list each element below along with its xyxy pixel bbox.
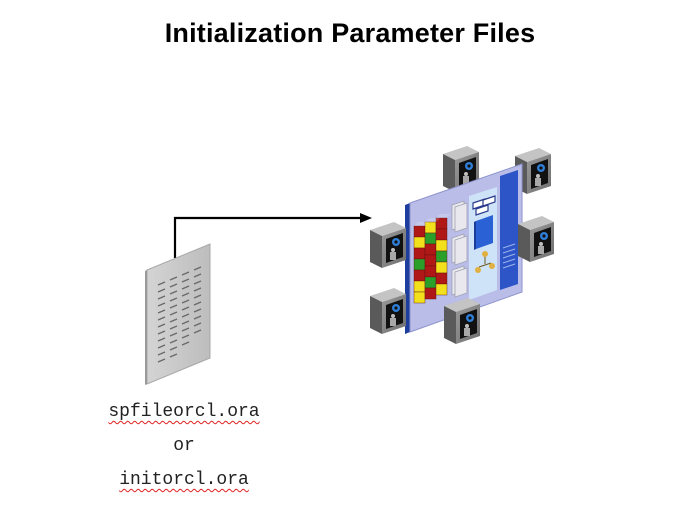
background-process-icon	[370, 288, 406, 334]
background-process-icon	[444, 298, 480, 344]
oracle-instance	[370, 146, 554, 344]
spfile-label: spfileorcl.ora	[108, 402, 260, 422]
pfile-label: initorcl.ora	[119, 470, 249, 490]
slide-title: Initialization Parameter Files	[164, 18, 536, 48]
background-process-icon	[370, 222, 406, 268]
parameter-file-icon	[145, 243, 211, 385]
flow-arrow	[173, 213, 372, 258]
background-process-icon	[518, 216, 554, 262]
or-separator-label: or	[173, 436, 195, 456]
buffer-cache-blocks	[413, 217, 448, 304]
